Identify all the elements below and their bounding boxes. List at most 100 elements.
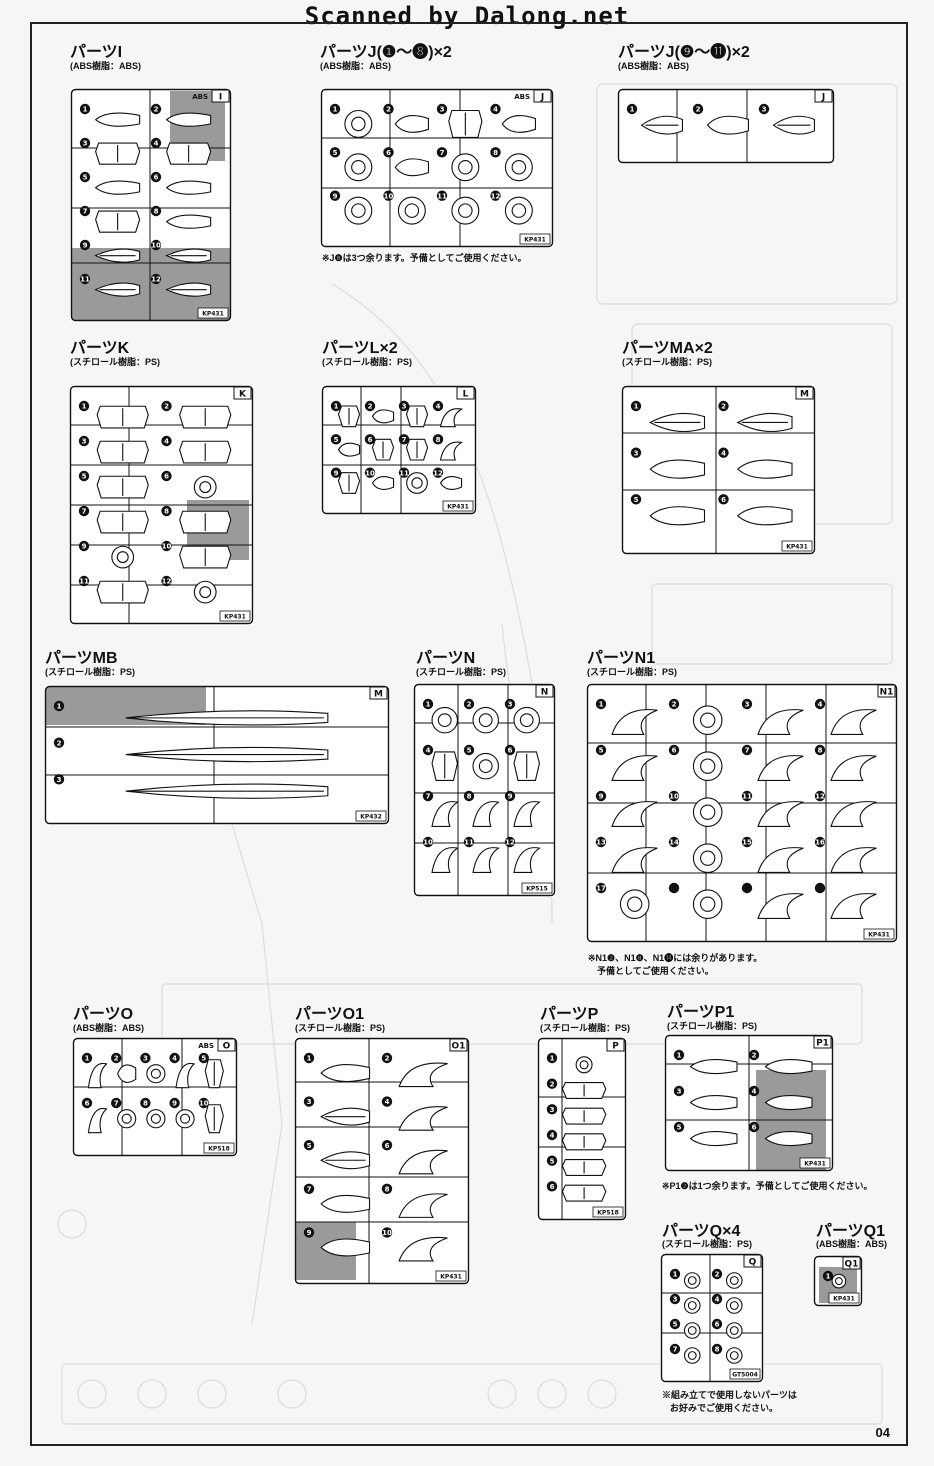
svg-text:6: 6 [550,1183,555,1191]
svg-text:12: 12 [815,793,825,801]
part-number-badge: 11 [436,190,448,201]
svg-text:2: 2 [154,106,159,114]
svg-text:12: 12 [151,276,161,284]
part-outline [344,196,373,225]
note-parts-n1-line2: 予備としてご使用ください。 [597,966,714,976]
svg-text:4: 4 [752,1088,757,1096]
runner-tag-text: N1 [880,688,894,698]
part-outline [439,475,463,491]
runner-code-text: KP431 [447,504,469,511]
part-outline [431,801,459,827]
title-parts-n1: パーツN1 [587,650,656,667]
part-number-badge: 10 [150,239,162,251]
part-outline [193,475,217,499]
material-parts-p1: (スチロール樹脂：PS) [667,1021,758,1031]
runner-frame [660,1253,764,1383]
svg-text:8: 8 [164,508,169,516]
svg-text:10: 10 [162,543,172,551]
svg-text:16: 16 [815,839,825,847]
runner-tag: N1 [877,684,896,698]
part-number-badge: 5 [329,147,341,158]
svg-text:11: 11 [742,793,752,801]
part-outline [397,196,426,225]
svg-text:2: 2 [715,1271,720,1279]
part-outline [204,1059,224,1089]
svg-text:11: 11 [437,192,447,200]
part-number-badge: 8 [814,744,826,756]
svg-text:7: 7 [307,1185,312,1193]
part-outline [706,115,749,135]
runner-tag: O [217,1038,236,1052]
part-number-badge: 15 [741,836,753,848]
scan-banner: Scanned by Dalong.net [304,2,630,30]
part-number-badge: 7 [398,434,410,445]
part-number-badge: 9 [303,1227,315,1238]
part-outline [398,1236,448,1262]
material-parts-k: (スチロール樹脂：PS) [70,357,161,367]
svg-text:1: 1 [634,403,639,411]
svg-text:6: 6 [508,747,513,755]
svg-text:2: 2 [752,1052,757,1060]
part-number-badge: 8 [161,505,172,517]
part-outline [472,847,500,873]
part-number-badge: 2 [718,400,729,412]
part-number-badge: 2 [150,103,162,115]
svg-text:3: 3 [550,1106,555,1114]
svg-text:3: 3 [508,701,513,709]
part-number-badge: 8 [140,1097,151,1109]
runner-code: KP431 [197,307,229,319]
svg-text:4: 4 [818,701,823,709]
part-number-badge: 2 [364,400,376,412]
part-outline [725,1322,743,1339]
part-number-badge: 1 [329,103,341,115]
part-number-badge: 6 [150,171,162,183]
part-number-badge: 3 [630,447,642,458]
svg-text:1: 1 [599,701,604,709]
part-outline [575,1056,593,1074]
part-number-badge: 3 [78,435,90,447]
svg-text:6: 6 [164,473,169,481]
part-number-badge: 4 [546,1129,558,1141]
part-number-badge: 2 [748,1049,760,1061]
runner-tag-text: J [821,93,825,103]
part-number-badge: 11 [398,467,410,478]
runner-code: KP431 [863,928,895,940]
part-number-badge: 7 [303,1183,315,1194]
part-number-badge: 8 [150,205,162,217]
svg-text:10: 10 [384,192,394,200]
part-outline [193,580,217,604]
title-parts-mb: パーツMB [45,650,118,667]
svg-text:13: 13 [596,839,606,847]
part-number-badge: 3 [79,137,91,149]
svg-text:8: 8 [493,149,498,157]
part-number-badge: 10 [198,1097,209,1109]
part-outline [431,847,459,873]
svg-text:11: 11 [79,578,89,586]
note-parts-p1: ※P1❷は1つ余ります。予備としてご使用ください。 [662,1181,873,1191]
part-outline [431,751,459,781]
material-parts-o: (ABS樹脂：ABS) [73,1023,144,1033]
part-outline [830,709,877,735]
part-number-badge: 4 [711,1293,723,1305]
svg-text:1: 1 [57,703,62,711]
svg-text:6: 6 [721,496,726,504]
part-number-badge: 2 [668,698,680,710]
svg-text:3: 3 [57,776,62,784]
runner-frame [44,685,390,825]
part-number-badge: 8 [490,147,501,158]
part-outline [830,755,877,781]
material-parts-l: (スチロール樹脂：PS) [322,357,413,367]
part-outline [96,475,149,499]
runner-code-text: KP431 [202,311,224,318]
runner-code: KP432 [355,810,387,822]
part-outline [179,545,232,569]
material-parts-ma: (スチロール樹脂：PS) [622,357,713,367]
